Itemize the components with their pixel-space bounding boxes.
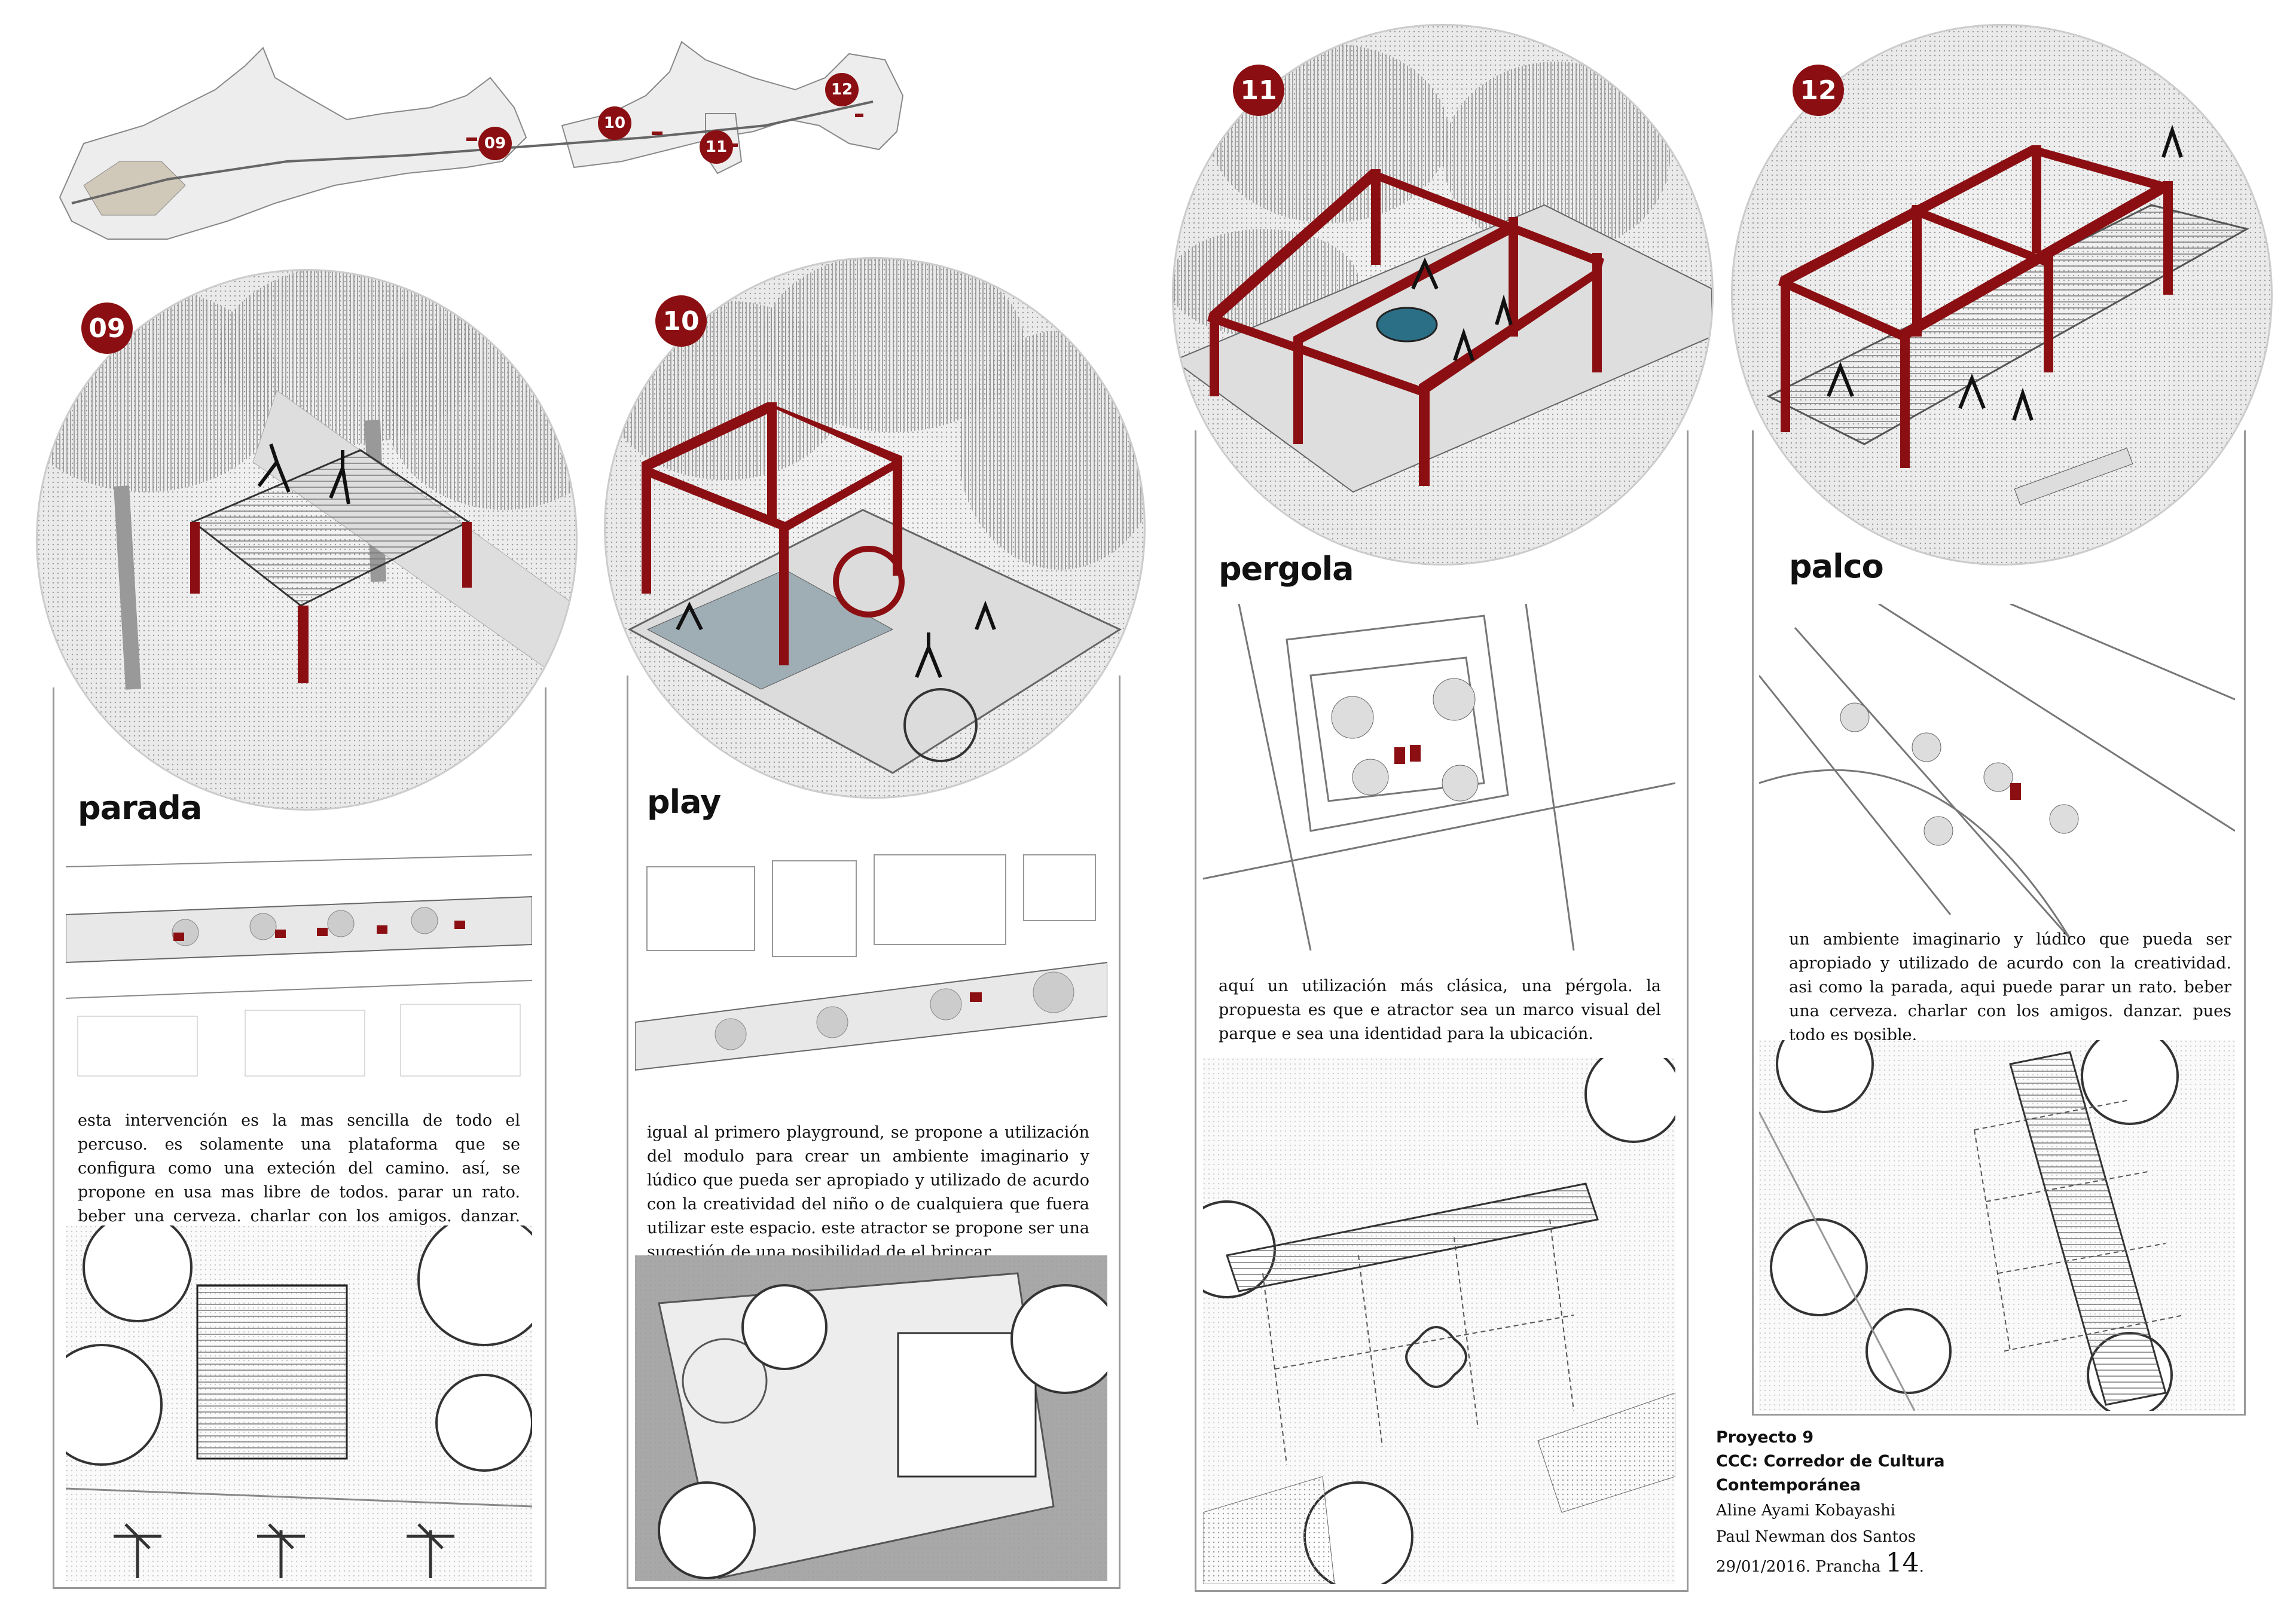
panel-number-09: 09 bbox=[81, 302, 133, 354]
panel-text-parada: esta intervención es la mas sencilla de … bbox=[78, 1111, 520, 1249]
illustration-pergola bbox=[1172, 24, 1714, 566]
illustration-palco bbox=[1731, 24, 2273, 566]
panel-title-palco: palco bbox=[1789, 548, 1884, 585]
key-marker-12: 12 bbox=[825, 73, 859, 106]
site-plan-parada bbox=[66, 843, 532, 1082]
panel-title-pergola: pergola bbox=[1219, 550, 1354, 588]
panel-text-palco: un ambiente imaginario y lúdico que pued… bbox=[1789, 930, 2231, 1044]
site-plan-palco bbox=[1759, 604, 2235, 945]
sheet-end: . bbox=[1919, 1558, 1924, 1576]
panel-number-11: 11 bbox=[1233, 65, 1284, 116]
date-sheet: 29/01/2016. Prancha 14. bbox=[1716, 1550, 2075, 1580]
panel-title-play: play bbox=[647, 783, 721, 821]
project-name: CCC: Corredor de Cultura Contemporánea bbox=[1716, 1452, 1945, 1494]
panel-text-pergola: aquí un utilización más clásica, una pér… bbox=[1219, 977, 1661, 1043]
panel-number-12: 12 bbox=[1793, 65, 1844, 116]
author-1: Aline Ayami Kobayashi bbox=[1716, 1502, 1896, 1520]
detail-plan-parada bbox=[66, 1225, 532, 1581]
project-credits: Proyecto 9 CCC: Corredor de Cultura Cont… bbox=[1716, 1426, 2075, 1580]
key-map: 09 10 11 12 bbox=[48, 24, 933, 251]
sheet-number: 14 bbox=[1885, 1548, 1919, 1578]
illustration-parada bbox=[36, 269, 578, 811]
date-label: 29/01/2016. Prancha bbox=[1716, 1558, 1886, 1576]
panel-text-play: igual al primero playground, se propone … bbox=[647, 1123, 1089, 1261]
detail-plan-pergola bbox=[1203, 1058, 1675, 1584]
detail-plan-palco bbox=[1759, 1040, 2235, 1411]
key-marker-11: 11 bbox=[700, 130, 733, 164]
panel-title-parada: parada bbox=[78, 789, 202, 827]
site-plan-pergola bbox=[1203, 604, 1675, 950]
project-number: Proyecto 9 bbox=[1716, 1428, 1814, 1447]
illustration-play bbox=[604, 257, 1146, 799]
author-2: Paul Newman dos Santos bbox=[1716, 1528, 1916, 1546]
key-marker-10: 10 bbox=[598, 106, 631, 140]
detail-plan-play bbox=[635, 1255, 1107, 1581]
panel-number-10: 10 bbox=[655, 295, 707, 347]
key-marker-09: 09 bbox=[478, 127, 512, 160]
site-plan-play bbox=[635, 843, 1107, 1106]
